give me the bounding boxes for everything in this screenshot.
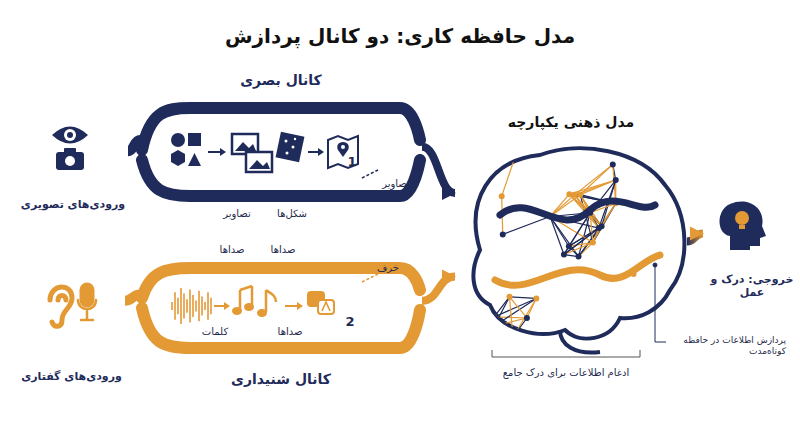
channel-band: کانال شنیداری <box>140 258 422 388</box>
node-text: خروجی: درک و عمل <box>703 273 800 301</box>
channel-band: کانال بصری <box>140 72 422 208</box>
text-label: تصاویر <box>223 208 251 221</box>
ear-mic-icon <box>50 285 96 326</box>
text-label: ادغام اطلاعات برای درک جامع <box>503 367 630 380</box>
flow-connector <box>422 276 455 301</box>
text-label: صداها <box>271 244 296 257</box>
brain-illustration <box>473 148 684 352</box>
node-text: ورودی‌های گفتاری <box>21 370 122 384</box>
input-node: ورودی‌های گفتاری <box>18 280 125 384</box>
flow-connector <box>125 294 140 300</box>
callout-number: 1 <box>347 154 356 170</box>
callout-number: 2 <box>345 314 354 330</box>
node-text: کانال بصری <box>240 72 322 90</box>
auditory-ribbon <box>142 268 420 348</box>
text-label: پردازش اطلاعات در حافظه کوتاه‌مدت <box>674 335 786 358</box>
leader-line <box>653 263 666 342</box>
diagram-title: مدل حافظه کاری: دو کانال پردازش <box>0 24 800 48</box>
flow-connector <box>687 233 703 241</box>
text-label: تصاویر <box>382 178 410 191</box>
text-label: صداها <box>220 244 245 257</box>
visual-icons <box>171 132 378 178</box>
input-node: ورودی‌های تصویری <box>18 120 128 212</box>
bracket <box>492 350 640 357</box>
node-text: ورودی‌های تصویری <box>21 198 125 212</box>
brain-node: مدل ذهنی یکپارچه <box>455 114 687 346</box>
text-label: شکل‌ها <box>277 208 307 221</box>
text-label: کلمات <box>202 326 228 339</box>
node-text: کانال شنیداری <box>231 371 331 389</box>
node-text: مدل ذهنی یکپارچه <box>508 114 634 132</box>
flow-connector <box>422 147 455 193</box>
text-label: صداها <box>278 326 303 339</box>
flow-connector <box>128 140 140 151</box>
output-node: خروجی: درک و عمل <box>703 196 800 300</box>
head-bulb-icon <box>720 201 767 250</box>
eye-camera-icon <box>52 127 88 171</box>
visual-ribbon <box>142 108 420 196</box>
text-label: خرف <box>377 262 399 275</box>
